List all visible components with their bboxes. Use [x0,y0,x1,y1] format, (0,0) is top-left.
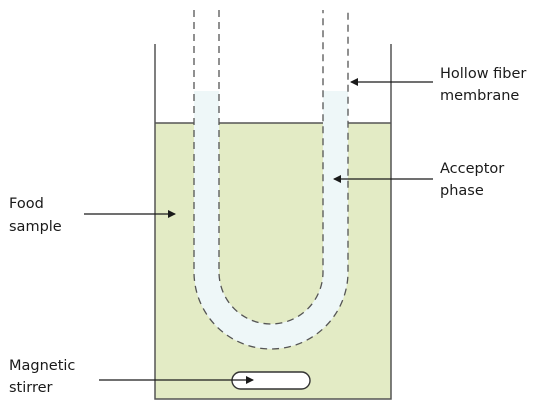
label-hollow-fiber-line1: Hollow fiber [440,66,526,82]
label-acceptor-line1: Acceptor [440,161,504,177]
hollow-fiber-membrane-inner [218,10,324,325]
label-stirrer-line2: stirrer [9,380,53,396]
hollow-fiber-membrane-outer [193,10,349,350]
label-acceptor-line2: phase [440,183,484,199]
label-hollow-fiber-line2: membrane [440,88,519,104]
sample-vessel [154,44,392,400]
label-food-line2: sample [9,219,62,235]
acceptor-phase [194,91,348,349]
label-food-line1: Food [9,196,44,212]
food-sample-liquid [155,123,391,399]
label-stirrer-line1: Magnetic [9,358,75,374]
